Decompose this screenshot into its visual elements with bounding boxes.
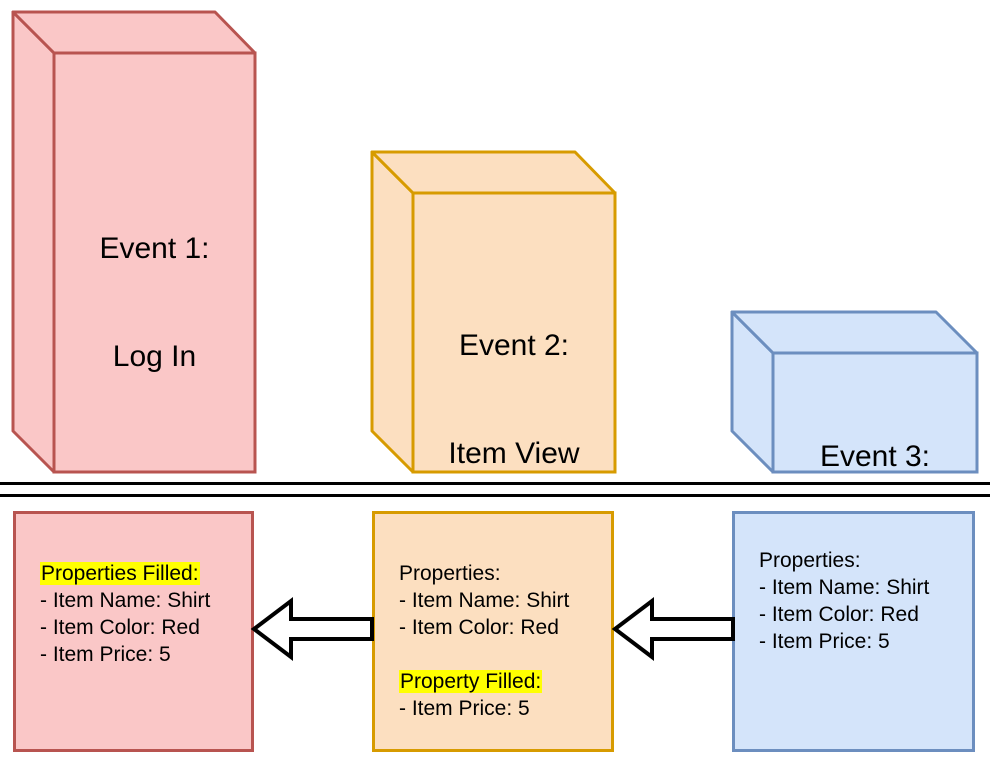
properties-box-event-1-text: Properties Filled: - Item Name: Shirt - …	[40, 560, 243, 668]
properties-line: - Item Name: Shirt	[40, 589, 211, 612]
arrow-left-icon	[611, 596, 735, 662]
properties-line: Properties:	[759, 549, 861, 572]
properties-line-spacer	[399, 641, 603, 668]
event-cube-1-shape	[11, 10, 257, 474]
arrow-event2-to-event1	[250, 596, 374, 662]
event-cube-2-shape	[370, 150, 617, 474]
properties-line: Properties:	[399, 562, 501, 585]
properties-line: - Item Name: Shirt	[399, 589, 570, 612]
arrow-event3-to-event2	[611, 596, 735, 662]
properties-line: - Item Price: 5	[40, 643, 171, 666]
properties-box-event-1[interactable]: Properties Filled: - Item Name: Shirt - …	[13, 511, 254, 752]
divider-line-top	[0, 482, 990, 485]
event-cube-3-shape	[730, 310, 979, 474]
properties-box-event-2-text: Properties: - Item Name: Shirt - Item Co…	[399, 560, 603, 722]
event-cube-1[interactable]: Event 1: Log In	[10, 9, 258, 475]
properties-line: - Item Color: Red	[40, 616, 200, 639]
properties-box-event-3[interactable]: Properties: - Item Name: Shirt - Item Co…	[732, 511, 975, 752]
properties-line: - Item Color: Red	[399, 616, 559, 639]
event-cube-2[interactable]: Event 2: Item View	[369, 149, 617, 475]
event-cube-3[interactable]: Event 3: Purchase	[729, 309, 979, 581]
properties-line: - Item Color: Red	[759, 603, 919, 626]
properties-box-event-3-text: Properties: - Item Name: Shirt - Item Co…	[759, 547, 964, 655]
properties-line: Property Filled:	[399, 670, 543, 693]
arrow-left-icon	[250, 596, 374, 662]
properties-line: - Item Name: Shirt	[759, 576, 930, 599]
properties-line: - Item Price: 5	[399, 697, 530, 720]
properties-box-event-2[interactable]: Properties: - Item Name: Shirt - Item Co…	[372, 511, 614, 752]
properties-line: Properties Filled:	[40, 562, 200, 585]
divider-line-bottom	[0, 494, 990, 497]
properties-line: - Item Price: 5	[759, 630, 890, 653]
